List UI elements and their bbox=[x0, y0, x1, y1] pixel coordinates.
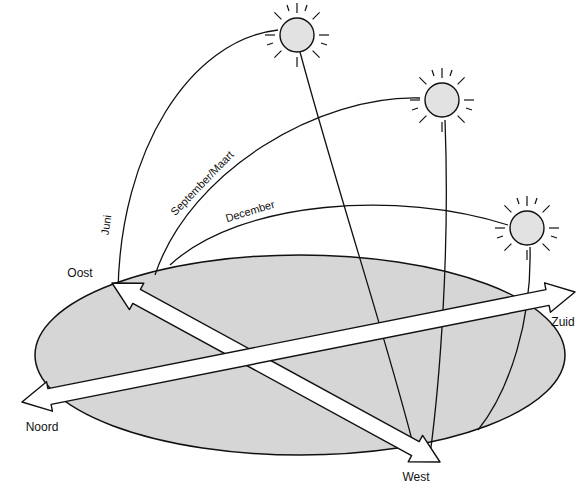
north-south-arrow bbox=[22, 283, 575, 411]
sun-june bbox=[265, 3, 329, 67]
direction-label: Zuid bbox=[551, 316, 574, 329]
direction-label: Oost bbox=[67, 267, 92, 280]
direction-label: Noord bbox=[26, 421, 59, 434]
sun-equinox bbox=[410, 68, 474, 132]
sun-december bbox=[495, 196, 559, 260]
month-label: Juni bbox=[99, 214, 114, 236]
month-label: September/Maart bbox=[168, 148, 236, 218]
direction-label: West bbox=[402, 471, 429, 484]
month-label: December bbox=[224, 198, 276, 224]
